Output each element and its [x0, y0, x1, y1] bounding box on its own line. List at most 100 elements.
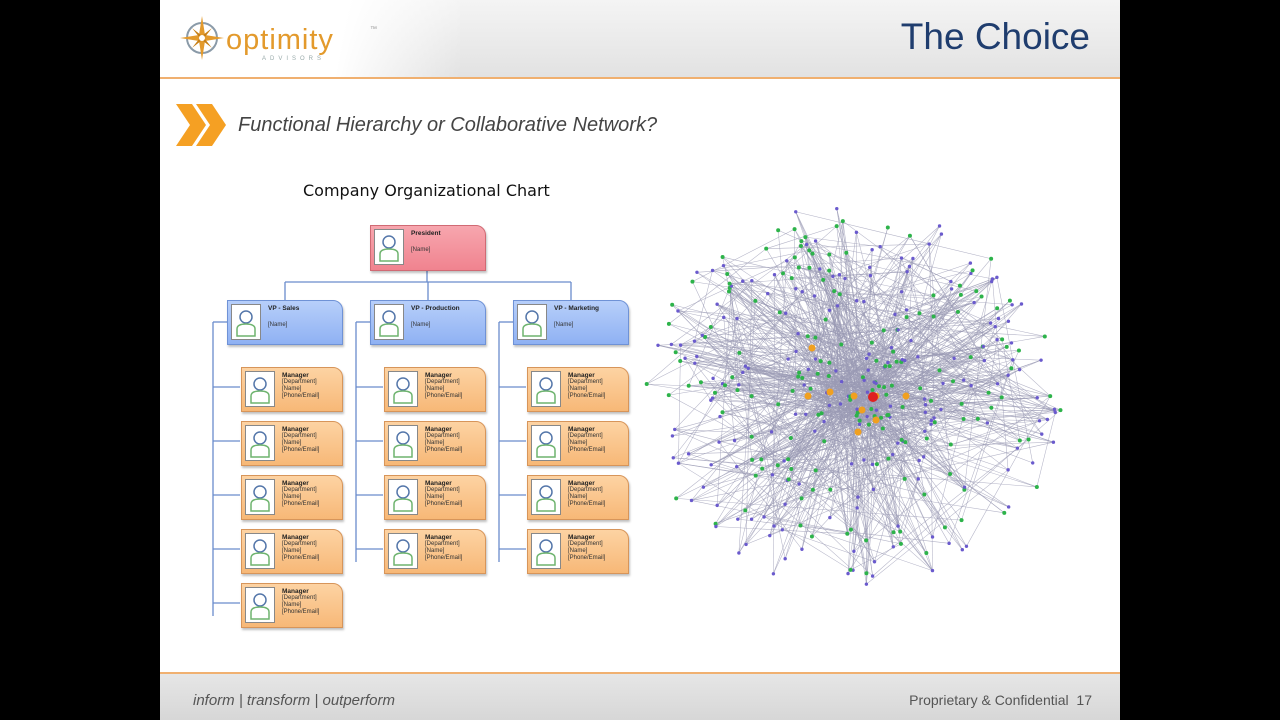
- network-edge: [674, 429, 902, 441]
- network-node: [819, 411, 824, 416]
- network-edge: [864, 371, 1042, 435]
- page-number: 17: [1076, 692, 1092, 708]
- network-node: [726, 289, 731, 294]
- network-node: [862, 299, 866, 304]
- network-edge: [904, 478, 933, 571]
- network-node: [800, 375, 805, 380]
- network-edge: [868, 424, 899, 527]
- network-edge: [801, 240, 993, 280]
- network-node: [798, 243, 803, 248]
- network-node: [1053, 410, 1057, 415]
- network-node: [880, 426, 885, 431]
- network-node: [1017, 438, 1022, 443]
- network-node: [837, 292, 842, 297]
- network-node: [924, 436, 929, 441]
- network-edge: [961, 375, 1009, 521]
- manager-box: Manager[Department][Name][Phone/Email]: [241, 529, 343, 574]
- network-edge: [891, 347, 906, 443]
- network-node: [1009, 366, 1014, 371]
- box-line: [Department]: [425, 487, 460, 493]
- network-edge: [850, 288, 952, 571]
- network-node: [867, 352, 871, 356]
- network-node: [988, 321, 993, 325]
- network-edge: [844, 396, 874, 490]
- network-node: [821, 277, 826, 282]
- network-node: [796, 374, 801, 379]
- network-node: [1006, 468, 1010, 472]
- network-node: [835, 206, 839, 211]
- box-line: [Department]: [282, 433, 317, 439]
- network-node: [692, 339, 697, 343]
- network-edge: [722, 256, 964, 420]
- network-edge: [732, 291, 803, 378]
- network-node: [796, 332, 800, 336]
- network-node: [700, 333, 704, 337]
- box-line: [Department]: [425, 541, 460, 547]
- box-title: VP - Marketing: [554, 305, 600, 312]
- network-edge: [870, 275, 903, 442]
- network-edge: [880, 246, 952, 282]
- network-edge: [870, 408, 1005, 514]
- network-node: [916, 477, 920, 481]
- network-node: [808, 386, 813, 391]
- network-edge: [846, 252, 848, 534]
- network-node: [869, 340, 874, 345]
- network-node: [1051, 440, 1056, 444]
- network-node: [744, 542, 748, 547]
- network-node: [857, 422, 862, 427]
- network-node: [968, 355, 973, 360]
- network-node: [771, 572, 776, 576]
- network-node: [870, 462, 875, 467]
- network-node: [929, 398, 934, 403]
- network-hub-node: [850, 392, 858, 400]
- network-edge: [889, 365, 998, 385]
- network-node: [805, 334, 810, 339]
- network-edge: [742, 280, 872, 343]
- box-line: [Department]: [282, 595, 317, 601]
- box-line: [Name]: [282, 602, 302, 608]
- manager-box: Manager[Department][Name][Phone/Email]: [384, 421, 486, 466]
- network-edge: [825, 372, 998, 385]
- network-node: [1011, 358, 1015, 362]
- network-node: [918, 386, 923, 391]
- network-node: [804, 242, 809, 247]
- network-hub-node: [826, 388, 834, 396]
- network-node: [865, 390, 870, 394]
- network-node: [922, 492, 927, 497]
- network-node: [777, 310, 782, 315]
- network-node: [931, 293, 936, 298]
- network-node: [904, 308, 909, 312]
- network-edge: [736, 318, 783, 530]
- network-node: [812, 294, 817, 298]
- network-edge: [828, 225, 940, 377]
- network-edge: [856, 225, 940, 384]
- network-node: [714, 524, 718, 529]
- network-node: [932, 416, 936, 420]
- network-edge: [897, 277, 998, 331]
- network-node: [710, 268, 715, 273]
- network-edge: [964, 258, 992, 488]
- network-node: [885, 225, 890, 230]
- network-node: [888, 404, 893, 408]
- network-node: [986, 390, 991, 395]
- network-edge: [865, 385, 892, 394]
- network-node: [703, 334, 708, 339]
- network-edge: [860, 411, 946, 528]
- network-node: [783, 502, 787, 506]
- network-node: [723, 383, 728, 388]
- network-edge: [719, 417, 882, 443]
- network-node: [794, 287, 798, 291]
- network-node: [911, 256, 915, 261]
- network-node: [753, 473, 758, 478]
- network-edge: [688, 366, 880, 455]
- network-edge: [716, 235, 911, 506]
- network-node: [961, 378, 966, 382]
- network-node: [768, 533, 772, 538]
- network-edge: [773, 356, 971, 527]
- network-node: [698, 380, 703, 385]
- network-edge: [882, 428, 893, 455]
- network-node: [709, 398, 713, 402]
- network-node: [1006, 373, 1010, 377]
- network-node: [893, 312, 897, 317]
- network-node: [776, 228, 781, 233]
